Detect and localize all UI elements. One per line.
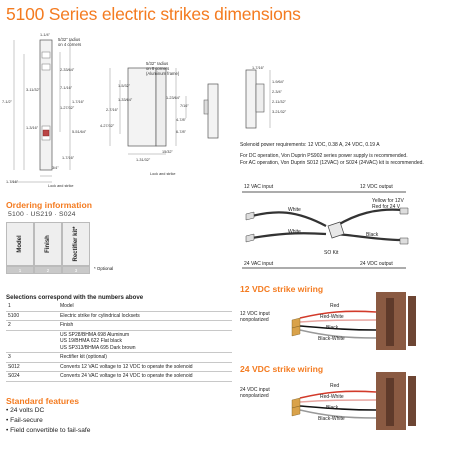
so-12vdc-label: 12 VDC output: [360, 184, 393, 190]
sel-desc: Rectifier kit (optional): [58, 352, 232, 363]
ordering-num-3: 3: [62, 266, 90, 274]
wiring24-black-white: Black-White: [318, 416, 345, 422]
wiring12-black-white: Black-White: [318, 336, 345, 342]
wiring12-red: Red: [330, 303, 340, 309]
ordering-code: 5100 · US219 · S024: [8, 211, 76, 218]
dim-mid-8: 15/32": [162, 150, 173, 154]
sel-code: 1: [6, 302, 58, 312]
dim-left-1: 7-1/2": [2, 100, 13, 104]
so-kit-label: SO Kit: [324, 250, 339, 256]
dim-left-5: 1-27/32": [60, 106, 75, 110]
dim-right-5: 3-21/32": [272, 110, 287, 114]
dim-right-3: 2-3/4": [272, 90, 283, 94]
so-kit-diagram: [236, 186, 416, 276]
sel-desc: Model: [58, 302, 232, 312]
table-row: 1 Model: [6, 302, 232, 312]
list-item: Fail-secure: [6, 416, 90, 426]
dim-mid-5: 1-23/64": [166, 96, 181, 100]
wiring12-heading: 12 VDC strike wiring: [240, 284, 324, 294]
dim-left-2: 3-11/32": [26, 88, 40, 92]
sel-code: S024: [6, 371, 58, 382]
table-row: S012 Converts 12 VAC voltage to 12 VDC t…: [6, 362, 232, 373]
sel-code: 2: [6, 320, 58, 331]
wiring12-diagram: [236, 292, 420, 352]
table-row: 5100 Electric strike for cylindrical loc…: [6, 311, 232, 322]
table-row: 3 Rectifier kit (optional): [6, 352, 232, 363]
table-row: 2 Finish: [6, 320, 232, 331]
power-notes: Solenoid power requirements: 12 VDC, 0.3…: [240, 142, 424, 166]
table-row: US SP28/BHMA 698 Aluminum US 19/BHMA 622…: [6, 330, 232, 354]
ordering-footnote: * Optional: [94, 266, 114, 271]
so-24vac-label: 24 VAC input: [244, 261, 274, 267]
wiring24-black: Black: [326, 405, 339, 411]
ordering-table: Model 1 Finish 2 Rectifier kit* 3 * Opti…: [6, 222, 120, 274]
dim-mid-1: 1-5/32": [118, 84, 131, 88]
so-12vac-label: 12 VAC input: [244, 184, 274, 190]
strike-side-drawing: [96, 60, 236, 180]
dim-mid-9: 7/16": [180, 104, 189, 108]
sel-desc: Electric strike for cylindrical locksets: [58, 311, 232, 322]
dim-right-4: 2-11/32": [272, 100, 286, 104]
dim-mid-3: 2-7/16": [106, 108, 119, 112]
wiring24-heading: 24 VDC strike wiring: [240, 364, 324, 374]
dim-mid-6: 4-7/8": [176, 118, 187, 122]
dim-left-10: 1-7/16": [62, 156, 75, 160]
dim-left-4: 2-33/64": [60, 68, 75, 72]
so-white-top: White: [288, 207, 301, 213]
so-white-bottom: White: [288, 229, 301, 235]
sel-code: S012: [6, 362, 58, 373]
sel-desc: Converts 12 VAC voltage to 12 VDC to ope…: [58, 362, 232, 373]
sel-desc: Converts 24 VAC voltage to 24 VDC to ope…: [58, 371, 232, 382]
wiring12-red-white: Red-White: [320, 314, 344, 320]
dim-mid-7: 6-7/8": [176, 130, 187, 134]
so-24vdc-label: 24 VDC output: [360, 261, 393, 267]
lock-strike-note-left: Lock and strike: [48, 184, 74, 188]
dim-mid-10: 1-31/32": [136, 158, 151, 162]
lock-strike-note-mid: Lock and strike: [150, 172, 176, 176]
dim-left-3: 7-1/16": [60, 86, 73, 90]
standard-heading: Standard features: [6, 396, 80, 406]
ordering-heading: Ordering information: [6, 200, 92, 210]
dim-right-2: 1-9/64": [272, 80, 285, 84]
selections-table: 1 Model 5100 Electric strike for cylindr…: [6, 302, 232, 382]
ordering-col-model: Model: [6, 222, 34, 266]
strike-front-drawing: [0, 34, 92, 194]
list-item: Field convertible to fail-safe: [6, 426, 90, 436]
dim-left-6: 1-7/16": [72, 100, 85, 104]
dim-mid-2: 1-33/64": [118, 98, 133, 102]
sel-code: 3: [6, 352, 58, 363]
dim-right-1: 1-7/16": [252, 66, 265, 70]
sel-code: [6, 330, 58, 354]
standard-list: 24 volts DC Fail-secure Field convertibl…: [6, 406, 90, 437]
dim-bottom-width: 1-7/16": [6, 180, 19, 184]
sel-desc: Finish: [58, 320, 232, 331]
page-title: 5100 Series electric strikes dimensions: [6, 4, 301, 24]
table-row: S024 Converts 24 VAC voltage to 24 VDC t…: [6, 371, 232, 382]
selections-heading: Selections correspond with the numbers a…: [6, 294, 144, 301]
wiring24-red-white: Red-White: [320, 394, 344, 400]
sel-code: 5100: [6, 311, 58, 322]
sel-desc: US SP28/BHMA 698 Aluminum US 19/BHMA 622…: [58, 330, 232, 354]
dim-left-7: 1-3/16": [26, 126, 39, 130]
wiring24-diagram: [236, 372, 420, 432]
so-black: Black: [366, 232, 379, 238]
dim-left-8: 5-51/64": [72, 130, 87, 134]
ordering-num-1: 1: [6, 266, 34, 274]
dim-mid-4: 4-27/32": [100, 124, 115, 128]
wiring24-red: Red: [330, 383, 340, 389]
wiring12-black: Black: [326, 325, 339, 331]
ordering-col-finish: Finish: [34, 222, 62, 266]
ordering-col-rectifier: Rectifier kit*: [62, 222, 90, 266]
dim-top-width: 1-1/4": [40, 33, 51, 37]
ordering-num-2: 2: [34, 266, 62, 274]
strike-edge-drawing: [236, 66, 286, 136]
list-item: 24 volts DC: [6, 406, 90, 416]
dim-left-9: 3/4": [52, 166, 59, 170]
